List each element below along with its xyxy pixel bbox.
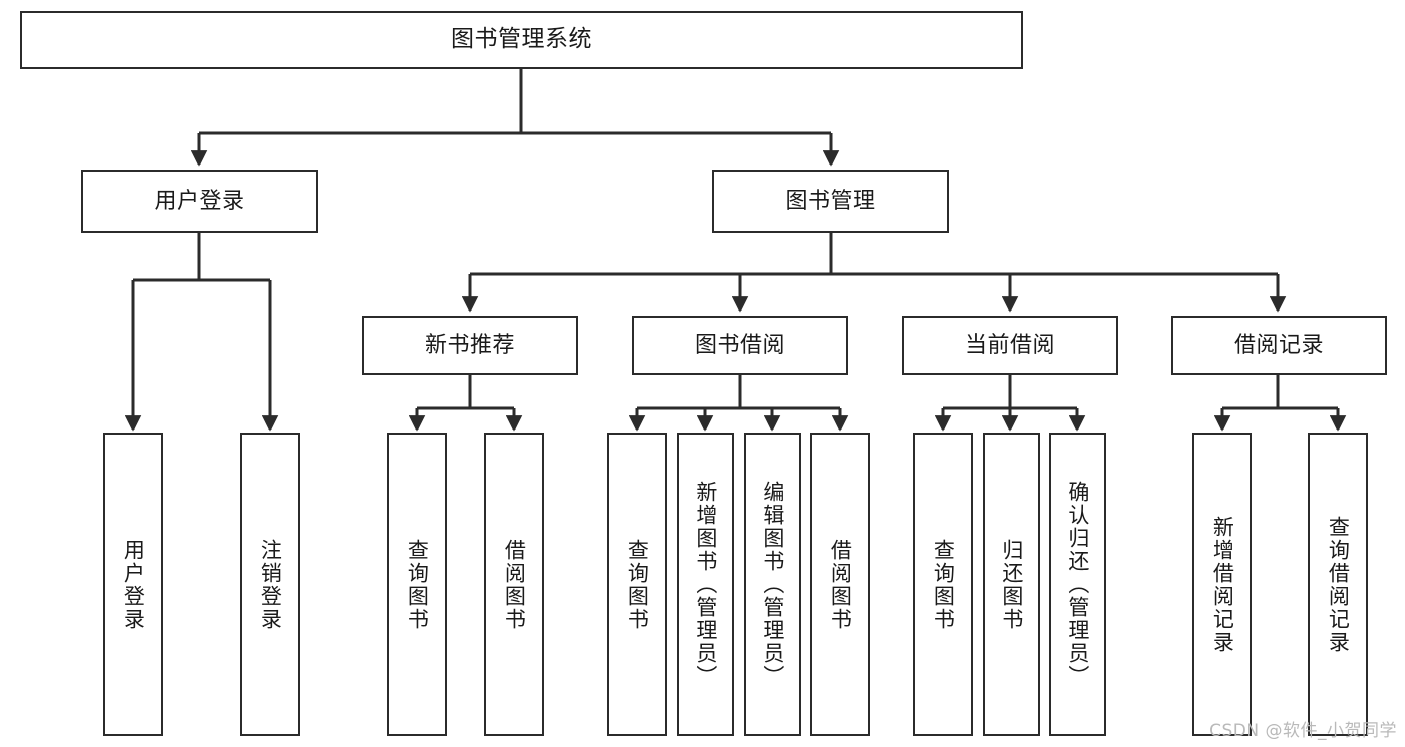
node-label: 图书借阅 xyxy=(694,332,785,358)
leaf-return-book[interactable]: 归还图书 xyxy=(983,433,1040,736)
node-label: 借阅记录 xyxy=(1233,332,1324,358)
node-label: 新增图书（管理员） xyxy=(693,481,718,688)
node-label: 新书推荐 xyxy=(424,332,515,358)
node-root-system[interactable]: 图书管理系统 xyxy=(20,11,1023,69)
node-label: 归还图书 xyxy=(999,538,1024,631)
node-label: 借阅图书 xyxy=(828,538,853,631)
leaf-borrow-book-recommend[interactable]: 借阅图书 xyxy=(484,433,544,736)
node-label: 查询图书 xyxy=(405,538,430,631)
node-book-management[interactable]: 图书管理 xyxy=(712,170,949,233)
node-label: 当前借阅 xyxy=(964,332,1055,358)
leaf-query-borrow-record[interactable]: 查询借阅记录 xyxy=(1308,433,1368,736)
leaf-add-borrow-record[interactable]: 新增借阅记录 xyxy=(1192,433,1252,736)
node-label: 借阅图书 xyxy=(502,538,527,631)
leaf-borrow-book-borrow[interactable]: 借阅图书 xyxy=(810,433,870,736)
node-label: 新增借阅记录 xyxy=(1210,515,1235,654)
node-book-borrow[interactable]: 图书借阅 xyxy=(632,316,848,375)
node-borrow-record[interactable]: 借阅记录 xyxy=(1171,316,1387,375)
node-label: 编辑图书（管理员） xyxy=(760,481,785,688)
leaf-query-book-borrow[interactable]: 查询图书 xyxy=(607,433,667,736)
leaf-edit-book-admin[interactable]: 编辑图书（管理员） xyxy=(744,433,801,736)
node-label: 用户登录 xyxy=(154,188,245,214)
node-label: 注销登录 xyxy=(258,538,283,631)
leaf-user-login[interactable]: 用户登录 xyxy=(103,433,163,736)
leaf-add-book-admin[interactable]: 新增图书（管理员） xyxy=(677,433,734,736)
leaf-query-book-recommend[interactable]: 查询图书 xyxy=(387,433,447,736)
leaf-query-book-current[interactable]: 查询图书 xyxy=(913,433,973,736)
node-new-book-recommend[interactable]: 新书推荐 xyxy=(362,316,578,375)
node-label: 图书管理系统 xyxy=(451,26,592,53)
node-user-login[interactable]: 用户登录 xyxy=(81,170,318,233)
watermark-text: CSDN @软件_小贺同学 xyxy=(1209,721,1397,741)
leaf-confirm-return-admin[interactable]: 确认归还（管理员） xyxy=(1049,433,1106,736)
leaf-logout-login[interactable]: 注销登录 xyxy=(240,433,300,736)
node-label: 查询图书 xyxy=(625,538,650,631)
node-label: 查询借阅记录 xyxy=(1326,515,1351,654)
node-label: 用户登录 xyxy=(121,538,146,631)
node-label: 查询图书 xyxy=(931,538,956,631)
node-current-borrow[interactable]: 当前借阅 xyxy=(902,316,1118,375)
node-label: 确认归还（管理员） xyxy=(1065,481,1090,688)
node-label: 图书管理 xyxy=(785,188,876,214)
